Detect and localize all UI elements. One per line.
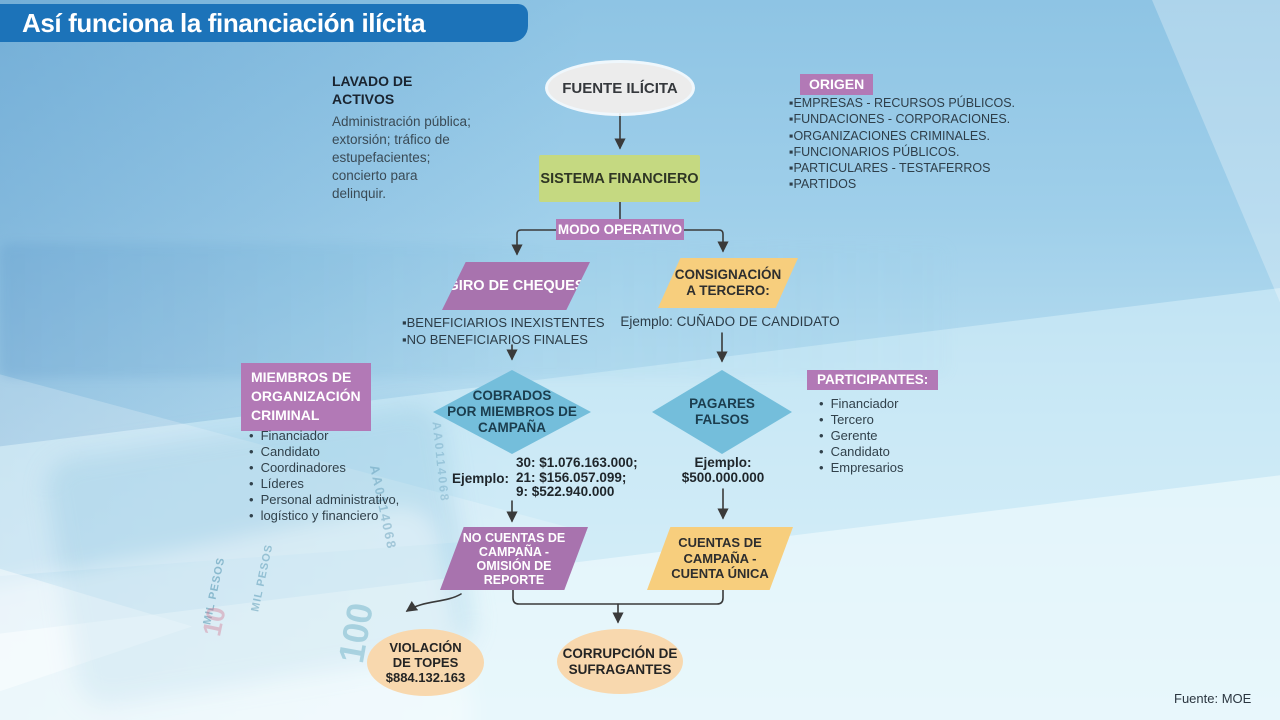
lavado-de-activos-note: LAVADO DE ACTIVOS Administración pública…	[332, 73, 472, 203]
ejemplo-pagares: Ejemplo: $500.000.000	[660, 455, 786, 485]
lavado-body: Administración pública; extorsión; tráfi…	[332, 113, 471, 201]
round-bullet-icon: •	[249, 508, 254, 523]
consignacion-line: CONSIGNACIÓN	[674, 267, 782, 282]
source-credit: Fuente: MOE	[1174, 691, 1252, 706]
ejemplo-value: $500.000.000	[681, 469, 765, 485]
pagares-line: PAGARES	[689, 396, 755, 411]
list-item: ▪PARTICULARES - TESTAFERROS	[789, 161, 991, 176]
round-bullet-icon: •	[249, 428, 254, 443]
node-giro-de-cheques: GIRO DE CHEQUES	[442, 262, 590, 310]
round-bullet-icon: •	[819, 460, 824, 475]
cobrados-line: POR MIEMBROS DE	[447, 404, 577, 419]
square-bullet-icon: ▪	[789, 96, 794, 110]
node-pagares-diamond: PAGARES FALSOS	[652, 370, 792, 454]
list-item: •Candidato	[819, 444, 890, 459]
origen-list: ▪EMPRESAS - RECURSOS PÚBLICOS. ▪FUNDACIO…	[789, 95, 1015, 193]
square-bullet-icon: ▪	[789, 161, 794, 176]
miembros-heading: MIEMBROS DE ORGANIZACIÓN CRIMINAL	[241, 363, 371, 431]
cuentas-line: CUENTAS DE	[678, 535, 762, 551]
list-item: •Financiador	[819, 396, 899, 411]
node-cobrados-diamond: COBRADOS POR MIEMBROS DE CAMPAÑA	[433, 370, 591, 454]
no-cuentas-line: REPORTE	[483, 572, 545, 587]
origen-heading-label: ORIGEN	[809, 76, 865, 92]
list-item: ▪PARTIDOS	[789, 177, 857, 192]
violacion-line: VIOLACIÓN	[389, 640, 462, 655]
ejemplo-value: 21: $156.057.099;	[516, 469, 627, 485]
origen-heading: ORIGEN	[800, 74, 874, 95]
list-item: •logístico y financiero	[249, 508, 379, 523]
round-bullet-icon: •	[249, 444, 254, 459]
cobrados-line: CAMPAÑA	[478, 420, 546, 435]
miembros-heading-line: ORGANIZACIÓN	[251, 388, 361, 404]
lavado-heading: LAVADO DE ACTIVOS	[332, 73, 413, 107]
no-cuentas-line: CAMPAÑA -	[478, 544, 550, 559]
node-consignacion-tercero: CONSIGNACIÓN A TERCERO:	[658, 258, 798, 308]
round-bullet-icon: •	[819, 396, 824, 411]
round-bullet-icon: •	[249, 476, 254, 491]
fuente-label: FUENTE ILÍCITA	[562, 79, 678, 97]
square-bullet-icon: ▪	[789, 177, 794, 192]
participantes-list: •Financiador •Tercero •Gerente •Candidat…	[819, 396, 904, 476]
giro-label: GIRO DE CHEQUES	[447, 278, 585, 294]
cobrados-line: COBRADOS	[472, 388, 552, 403]
page-title: Así funciona la financiación ilícita	[0, 4, 528, 42]
list-item: •Tercero	[819, 412, 874, 427]
modo-label: MODO OPERATIVO	[557, 222, 683, 237]
consignacion-line: A TERCERO:	[686, 283, 770, 298]
consignacion-note: Ejemplo: CUÑADO DE CANDIDATO	[620, 314, 840, 329]
round-bullet-icon: •	[249, 492, 254, 507]
list-item: •Gerente	[819, 428, 878, 443]
corrupcion-line: CORRUPCIÓN DE	[562, 645, 678, 661]
participantes-heading-label: PARTICIPANTES:	[817, 372, 929, 387]
list-item: ▪EMPRESAS - RECURSOS PÚBLICOS.	[789, 96, 1016, 110]
participantes-heading: PARTICIPANTES:	[807, 370, 939, 390]
square-bullet-icon: ▪	[789, 144, 794, 159]
square-bullet-icon: ▪	[789, 128, 794, 143]
list-item: •Financiador	[249, 428, 329, 443]
violacion-line: $884.132.163	[385, 670, 466, 685]
ejemplo-value: 9: $522.940.000	[516, 484, 615, 500]
round-bullet-icon: •	[819, 444, 824, 459]
ejemplo-label: Ejemplo:	[452, 470, 510, 486]
node-sistema-financiero: SISTEMA FINANCIERO	[539, 155, 700, 202]
ejemplo-label: Ejemplo:	[694, 455, 752, 470]
ejemplo-value: 30: $1.076.163.000;	[516, 455, 638, 470]
list-item: •Personal administrativo,	[249, 492, 400, 507]
no-cuentas-line: NO CUENTAS DE	[462, 530, 566, 545]
list-item: •Coordinadores	[249, 460, 346, 475]
list-item: ▪ORGANIZACIONES CRIMINALES.	[789, 128, 990, 143]
miembros-list: •Financiador •Candidato •Coordinadores •…	[249, 428, 399, 524]
violacion-line: DE TOPES	[392, 655, 459, 670]
miembros-heading-line: CRIMINAL	[251, 407, 320, 423]
giro-notes: ▪BENEFICIARIOS INEXISTENTES ▪NO BENEFICI…	[402, 315, 605, 347]
node-no-cuentas-campana: NO CUENTAS DE CAMPAÑA - OMISIÓN DE REPOR…	[440, 527, 588, 590]
cuentas-line: CAMPAÑA -	[683, 550, 757, 566]
node-fuente-ilicita: FUENTE ILÍCITA	[548, 63, 692, 113]
node-violacion-topes: VIOLACIÓN DE TOPES $884.132.163	[367, 629, 484, 696]
node-corrupcion-sufragantes: CORRUPCIÓN DE SUFRAGANTES	[557, 629, 683, 694]
node-modo-operativo: MODO OPERATIVO	[556, 219, 684, 240]
corrupcion-line: SUFRAGANTES	[568, 661, 672, 677]
miembros-heading-line: MIEMBROS DE	[251, 369, 352, 385]
cuentas-line: CUENTA ÚNICA	[671, 566, 769, 582]
round-bullet-icon: •	[249, 460, 254, 475]
list-item: •Empresarios	[819, 460, 904, 475]
sistema-label: SISTEMA FINANCIERO	[540, 170, 699, 187]
list-item: ▪FUNDACIONES - CORPORACIONES.	[789, 112, 1011, 127]
round-bullet-icon: •	[819, 428, 824, 443]
arrow-modo-giro	[511, 229, 557, 256]
no-cuentas-line: OMISIÓN DE	[476, 558, 552, 573]
list-item: •Líderes	[249, 476, 304, 491]
round-bullet-icon: •	[819, 412, 824, 427]
ejemplo-cobrados: Ejemplo: 30: $1.076.163.000; 21: $156.05…	[452, 455, 638, 500]
list-item: ▪FUNCIONARIOS PÚBLICOS.	[789, 144, 960, 159]
node-cuentas-campana: CUENTAS DE CAMPAÑA - CUENTA ÚNICA	[647, 527, 793, 590]
square-bullet-icon: ▪	[789, 112, 794, 127]
pagares-line: FALSOS	[694, 412, 749, 427]
arrow-modo-consignacion	[683, 229, 729, 253]
list-item: •Candidato	[249, 444, 320, 459]
